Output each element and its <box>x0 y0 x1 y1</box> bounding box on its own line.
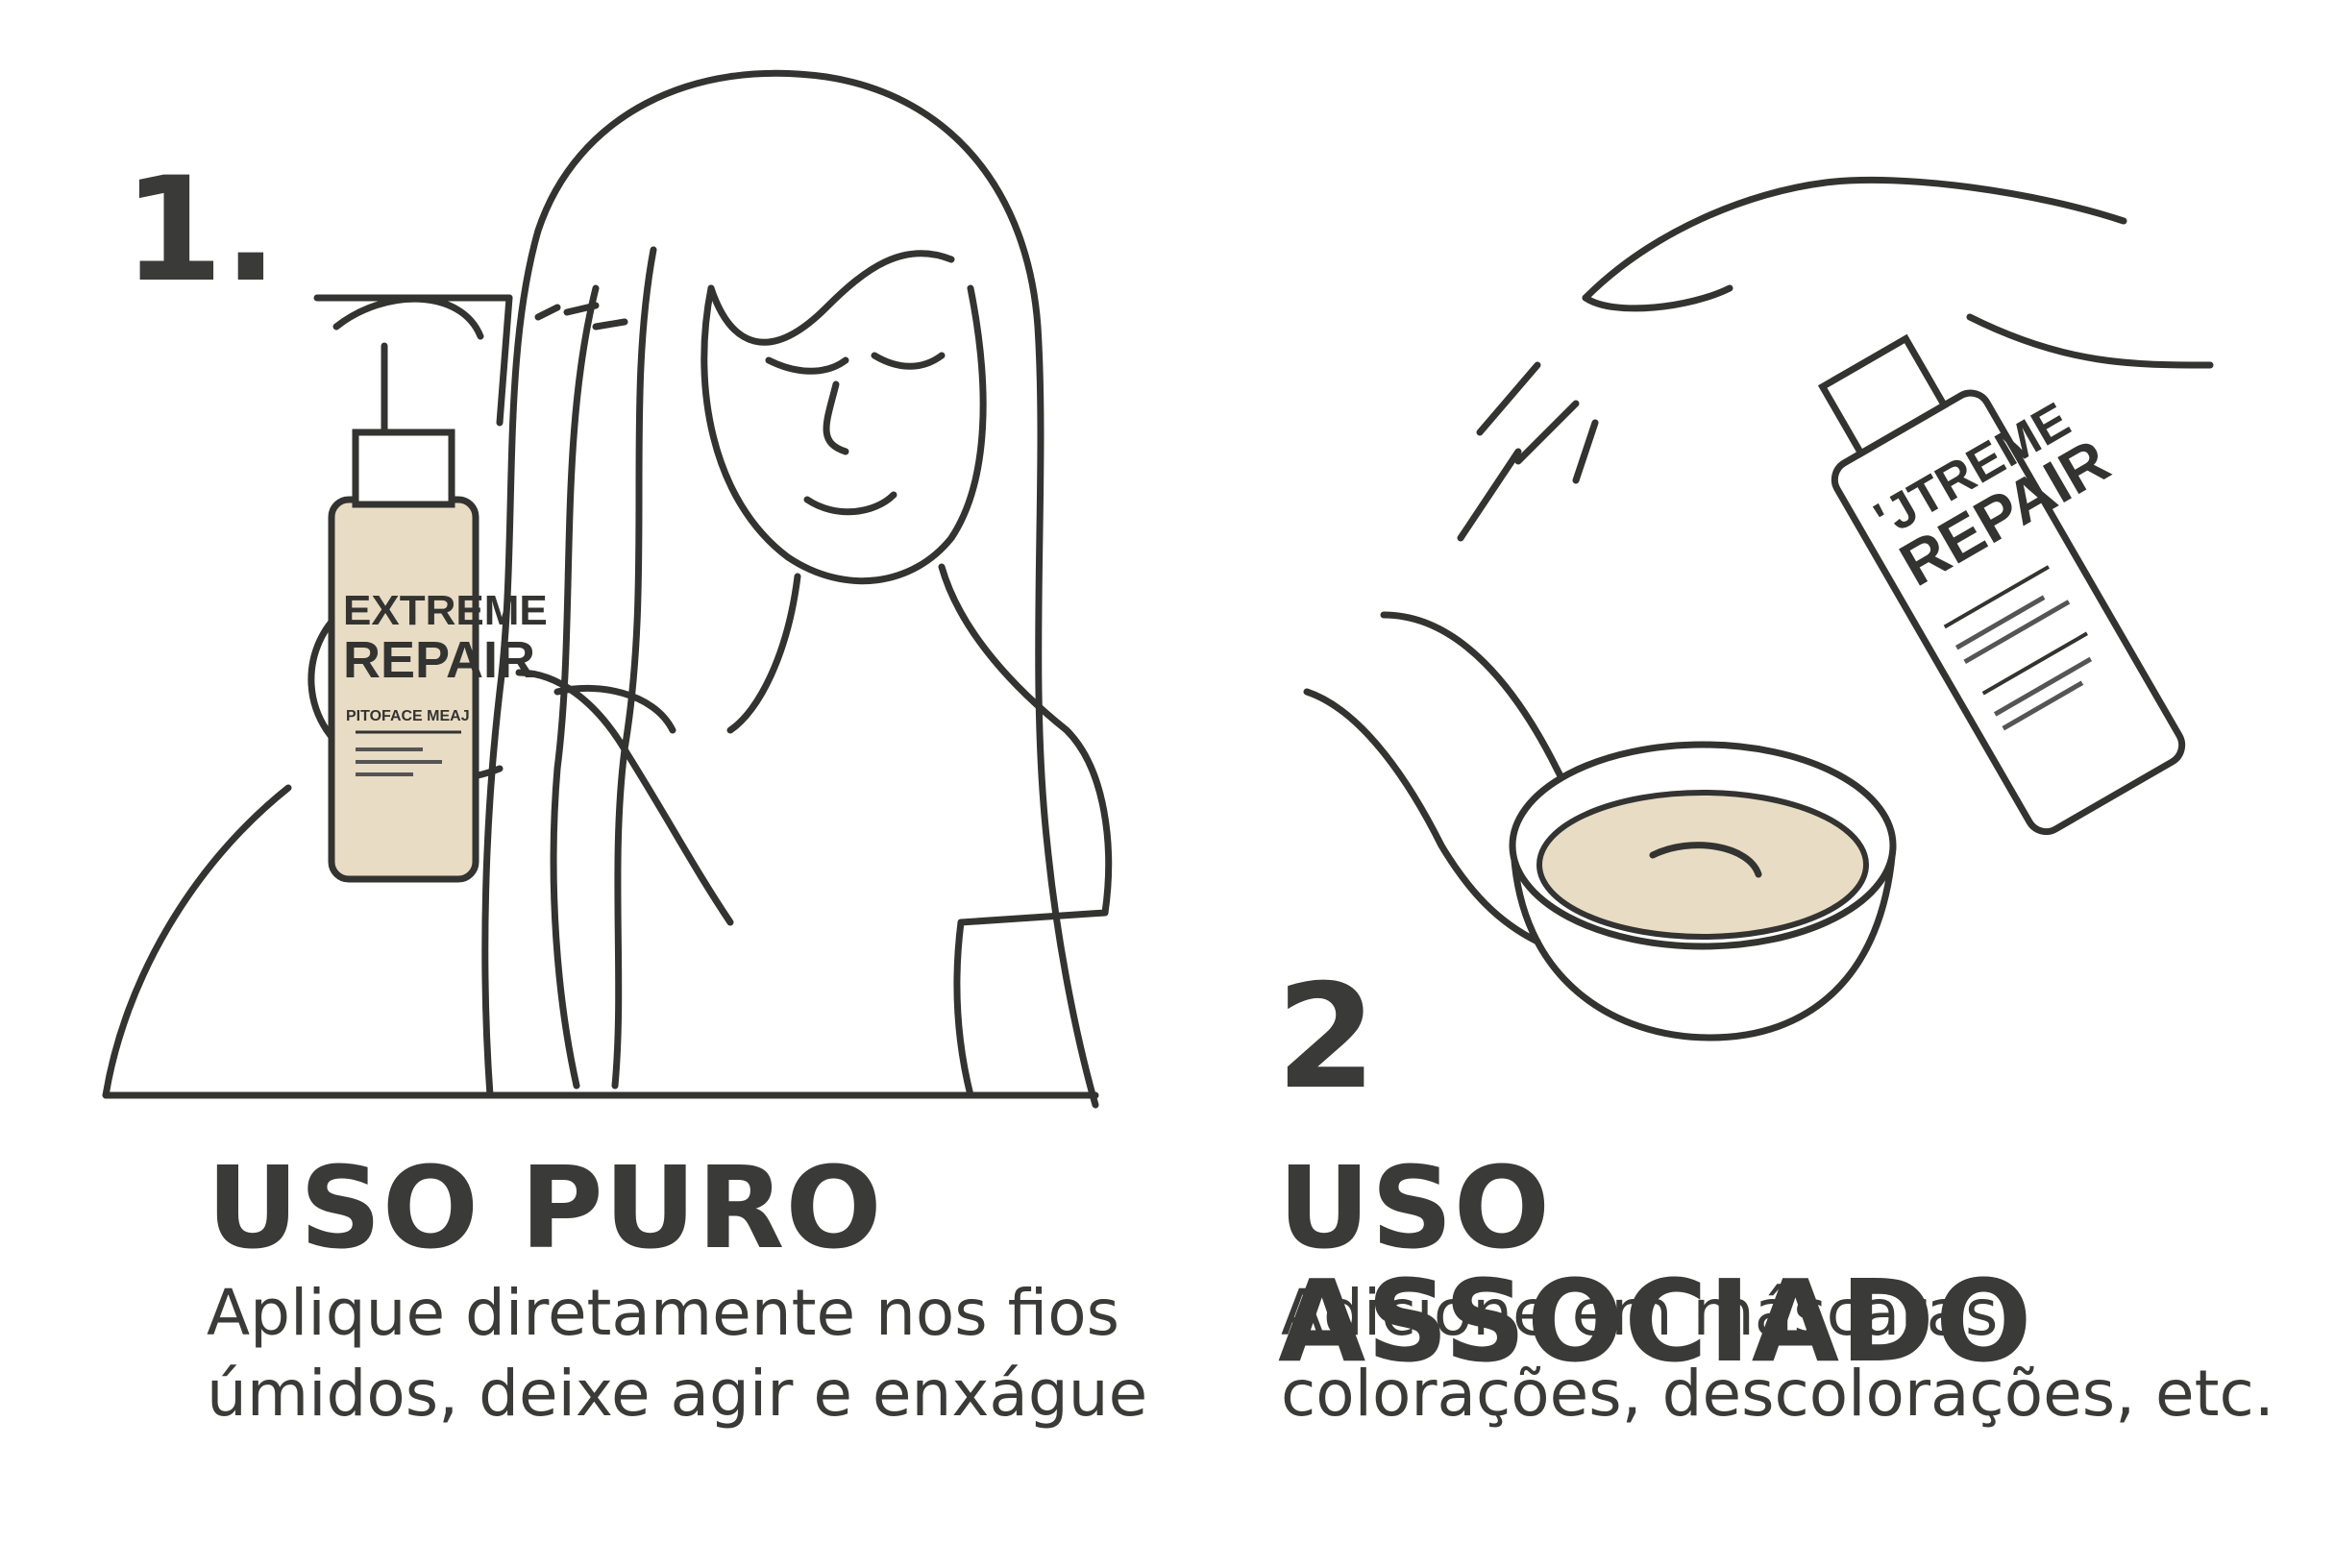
bottle-2: 'JTREME REPAIR <box>1817 333 2186 836</box>
step-2-description: Adicione em máscaras, colorações, descol… <box>1281 1273 2274 1434</box>
bottle-1: EXTREME REPAIR PITOFACE MEAJ <box>328 429 548 883</box>
woman-illustration <box>102 69 1113 1109</box>
step-2-title: USO ASSOCIADO <box>1278 1141 2033 1387</box>
step-2-description-line: Adicione em máscaras, <box>1281 1276 2019 1350</box>
bottle-brand-line1: EXTREME <box>343 587 548 634</box>
step-1-title: USO PURO <box>207 1141 883 1274</box>
bottle-subtitle: PITOFACE MEAJ <box>346 708 470 724</box>
step-2-description-line: colorações, descolorações, etc. <box>1281 1357 2274 1431</box>
step-1-number: 1. <box>123 147 279 314</box>
hand-and-bowl-illustration <box>1303 176 2214 1041</box>
bottle-brand-line2: REPAIR <box>343 631 535 689</box>
step-1-description: Aplique diretamente nos fios úmidos, dei… <box>207 1273 1147 1434</box>
step-1-description-line: Aplique diretamente nos fios <box>207 1276 1119 1350</box>
step-1-description-line: úmidos, deixe agir e enxágue <box>207 1357 1148 1431</box>
step-2-number: 2 <box>1276 954 1377 1121</box>
